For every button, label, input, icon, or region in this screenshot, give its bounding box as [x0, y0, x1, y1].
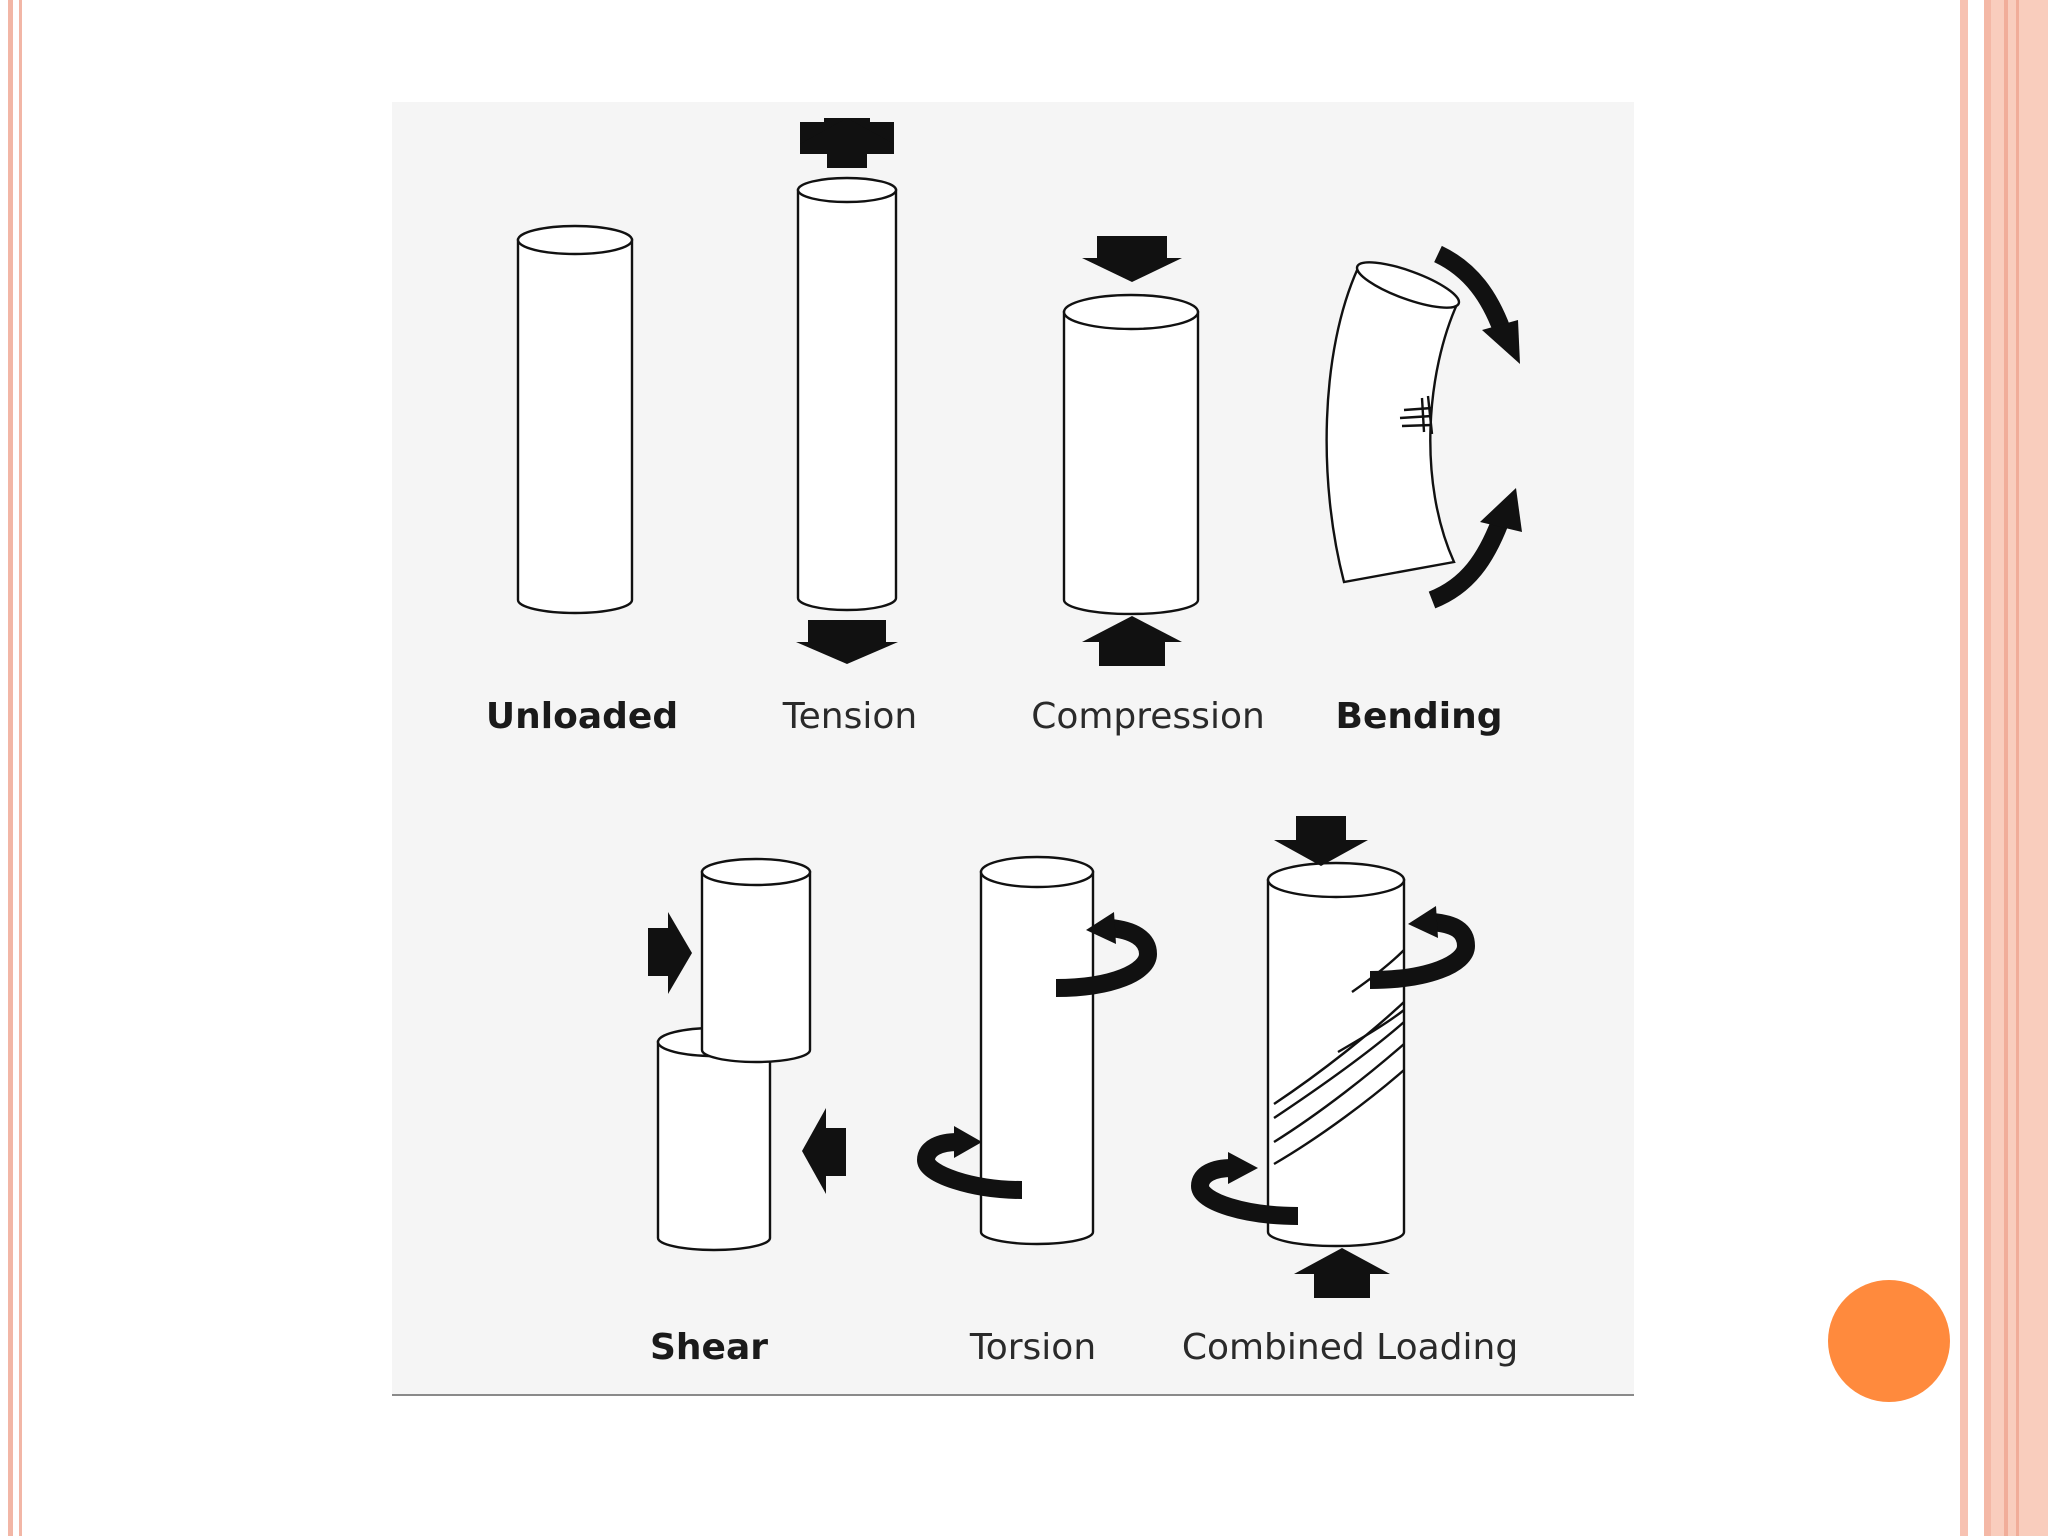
combined-arrow-bottom-head: [1294, 1248, 1390, 1274]
shear-arrow-left-head: [802, 1108, 826, 1194]
combined-arrow-top-head: [1274, 840, 1368, 866]
bending-arrow-top-head: [1482, 320, 1520, 364]
combined-arrow-bottom-shaft: [1314, 1274, 1370, 1298]
bending-cylinder: [1325, 261, 1461, 584]
compression-arrow-top-shaft: [1097, 236, 1167, 258]
combined-arrow-lower-head: [1228, 1152, 1258, 1184]
shear-arrow-right-shaft: [648, 928, 670, 976]
label-shear: Shear: [650, 1327, 768, 1368]
combined-arrow-lower: [1190, 1159, 1299, 1225]
compression-cylinder: [1062, 293, 1200, 616]
loading-types-figure: .cyl { fill: #ffffff; stroke: #111111; s…: [392, 102, 1634, 1396]
compression-arrow-bottom-head: [1082, 616, 1182, 642]
bending-arrow-bottom-head: [1480, 488, 1522, 532]
bending-arrow-top: [1433, 245, 1511, 334]
combined-arrow-upper: [1369, 913, 1476, 989]
label-compression: Compression: [1031, 696, 1265, 737]
torsion-arrow-upper-head: [1086, 912, 1116, 944]
shear-cylinder-upper: [700, 857, 812, 1064]
torsion-cylinder: [979, 855, 1095, 1246]
tension-cylinder: [796, 176, 898, 612]
loading-types-diagram: .cyl { fill: #ffffff; stroke: #111111; s…: [486, 116, 1522, 1368]
combined-cylinder: [1266, 861, 1406, 1248]
torsion-arrow-lower: [916, 1133, 1023, 1199]
label-bending: Bending: [1336, 696, 1503, 737]
label-combined-loading: Combined Loading: [1182, 1327, 1518, 1368]
torsion-arrow-upper: [1055, 919, 1158, 997]
tension-arrow-up-head: [800, 118, 894, 144]
bending-arrow-bottom: [1428, 518, 1509, 609]
compression-arrow-bottom-shaft: [1099, 642, 1165, 666]
orange-circle-decoration: [1828, 1280, 1950, 1402]
torsion-arrow-lower-head: [954, 1126, 982, 1158]
shear-arrow-right-head: [668, 912, 692, 994]
label-unloaded: Unloaded: [486, 696, 678, 737]
label-tension: Tension: [782, 696, 917, 737]
unloaded-cylinder: [516, 224, 634, 615]
compression-arrow-top-head: [1082, 258, 1182, 282]
shear-arrow-left-shaft: [824, 1128, 846, 1176]
tension-arrow-down-shaft: [808, 620, 886, 642]
left-border-decoration: [8, 0, 22, 1536]
label-torsion: Torsion: [969, 1327, 1096, 1368]
combined-arrow-upper-head: [1408, 906, 1438, 938]
tension-arrow-up-shaft: [827, 144, 867, 168]
right-border-decoration: [1960, 0, 2048, 1536]
tension-arrow-down-head: [796, 642, 898, 664]
